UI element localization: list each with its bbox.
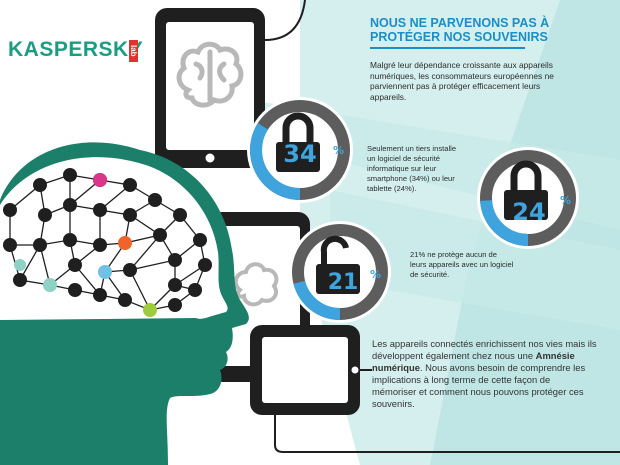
stat-21-text: 21% ne protège aucun de leurs appareils … xyxy=(410,250,514,279)
lock-closed-icon xyxy=(510,160,542,190)
page-heading: NOUS NE PARVENONS PAS À PROTÉGER NOS SOU… xyxy=(370,16,550,44)
closing-text: Les appareils connectés enrichissent nos… xyxy=(372,338,597,410)
kaspersky-logo-lab: lab xyxy=(129,40,138,62)
stat-21-sign: % xyxy=(370,268,382,281)
stat-34-sign: % xyxy=(333,144,345,157)
stat-ring-fill-21 xyxy=(292,224,388,320)
closing-text-part1: Les appareils connectés enrichissent nos… xyxy=(372,338,597,361)
stat-ring-fill-34 xyxy=(250,100,350,200)
stat-24-sign: % xyxy=(560,194,572,207)
stat-21-value: 21 xyxy=(327,270,359,295)
brain-icon xyxy=(176,41,244,108)
lock-open-icon xyxy=(320,235,349,264)
stat-ring-fill-24 xyxy=(480,150,576,246)
closing-highlight: Amnésie numérique xyxy=(372,350,575,373)
stat-24-value: 24 xyxy=(512,198,546,226)
lock-body-21 xyxy=(316,264,360,294)
heading-underline xyxy=(370,47,525,49)
lock-body-34 xyxy=(276,142,320,172)
kaspersky-logo: KASPERSKY xyxy=(8,38,144,61)
intro-text: Malgré leur dépendance croissante aux ap… xyxy=(370,60,554,102)
lock-body-24 xyxy=(504,190,548,220)
stat-34-text: Seulement un tiers installe un logiciel … xyxy=(367,144,457,193)
lock-closed-icon xyxy=(282,112,314,142)
stat-34-value: 34 xyxy=(283,140,317,168)
closing-text-part2: . Nous avons besoin de comprendre les im… xyxy=(372,362,586,409)
